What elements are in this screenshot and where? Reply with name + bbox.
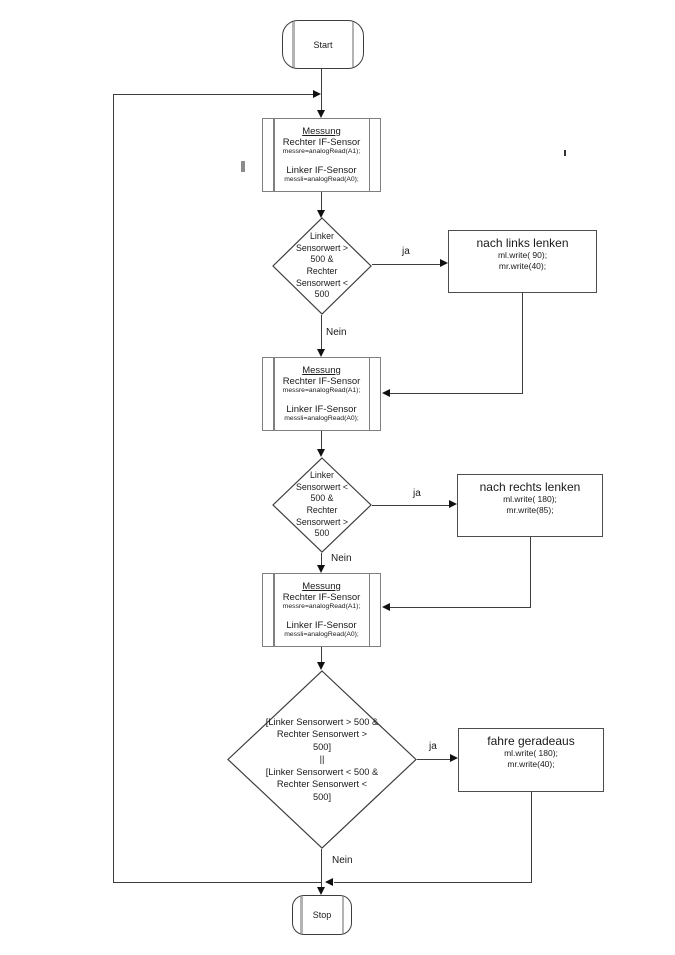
- sensor-left-code: messli=analogRead(A0);: [284, 631, 359, 639]
- nein-label-1: Nein: [326, 327, 347, 338]
- connector-actionright-return: [390, 607, 530, 609]
- connector-actionleft-return: [390, 393, 522, 395]
- arrowhead-down-icon: [317, 110, 325, 118]
- connector-ja-2: [372, 505, 450, 507]
- arrowhead-left-icon: [382, 389, 390, 397]
- ja-label-1: ja: [402, 246, 410, 257]
- nein-label-3: Nein: [332, 855, 353, 866]
- start-label: Start: [313, 39, 333, 50]
- connector-loop-top: [113, 94, 314, 96]
- sensor-left-label: Linker IF-Sensor: [286, 165, 357, 177]
- messung-title: Messung: [302, 364, 341, 376]
- action-right-code-2: mr.write(85);: [506, 505, 554, 516]
- connector-loop-bottom: [113, 882, 322, 884]
- connector-actionstraight-return: [334, 882, 531, 884]
- connector-actionstraight-return: [531, 792, 533, 883]
- terminator-bar: [341, 896, 344, 934]
- connector-actionright-return: [530, 537, 532, 608]
- action-left-code-1: ml.write( 90);: [497, 250, 548, 260]
- action-box-left: nach links lenken ml.write( 90); mr.writ…: [448, 230, 597, 293]
- decision-diamond-2: Linker Sensorwert < 500 & Rechter Sensor…: [272, 457, 372, 553]
- action-straight-code-1: ml.write( 180);: [504, 748, 558, 758]
- stray-mark: [241, 161, 245, 172]
- connector-nein-3: [321, 849, 323, 887]
- decision-2-text: Linker Sensorwert < 500 & Rechter Sensor…: [295, 470, 349, 539]
- start-node: Start: [282, 20, 364, 69]
- stop-node: Stop: [292, 895, 352, 935]
- terminator-bar: [292, 21, 295, 68]
- arrowhead-down-icon: [317, 349, 325, 357]
- stray-mark: [564, 150, 566, 156]
- sensor-right-label: Rechter IF-Sensor: [282, 136, 361, 148]
- messung-box-2: Messung Rechter IF-Sensor messre=analogR…: [262, 357, 381, 431]
- sensor-right-code: messre=analogRead(A1);: [282, 387, 361, 395]
- action-box-straight: fahre geradeaus ml.write( 180); mr.write…: [458, 728, 604, 792]
- decision-diamond-3: [Linker Sensorwert > 500 & Rechter Senso…: [227, 670, 417, 849]
- action-left-title: nach links lenken: [476, 236, 569, 250]
- arrowhead-right-icon: [440, 259, 448, 267]
- decision-3-text: [Linker Sensorwert > 500 & Rechter Senso…: [265, 716, 379, 802]
- sensor-left-label: Linker IF-Sensor: [286, 620, 357, 632]
- messung-box-1: Messung Rechter IF-Sensor messre=analogR…: [262, 118, 381, 192]
- side-bar: [368, 119, 370, 191]
- arrowhead-right-icon: [450, 754, 458, 762]
- side-bar: [273, 574, 275, 646]
- connector: [321, 192, 323, 212]
- connector-nein-1: [321, 315, 323, 350]
- terminator-bar: [351, 21, 354, 68]
- action-box-right: nach rechts lenken ml.write( 180); mr.wr…: [457, 474, 603, 537]
- sensor-left-code: messli=analogRead(A0);: [284, 415, 359, 423]
- side-bar: [368, 574, 370, 646]
- arrowhead-down-icon: [317, 210, 325, 218]
- sensor-right-label: Rechter IF-Sensor: [282, 591, 361, 603]
- connector-start-down: [321, 67, 323, 112]
- action-straight-title: fahre geradeaus: [487, 734, 575, 748]
- connector-loop-left: [113, 94, 115, 882]
- messung-title: Messung: [302, 125, 341, 137]
- arrowhead-down-icon: [317, 887, 325, 895]
- connector-actionleft-return: [522, 293, 524, 394]
- ja-label-3: ja: [429, 741, 437, 752]
- sensor-right-code: messre=analogRead(A1);: [282, 148, 361, 156]
- action-straight-code-2: mr.write(40);: [507, 759, 555, 770]
- decision-1-text: Linker Sensorwert > 500 & Rechter Sensor…: [295, 231, 349, 300]
- connector: [321, 431, 323, 450]
- stop-label: Stop: [312, 910, 332, 920]
- side-bar: [368, 358, 370, 430]
- decision-diamond-1: Linker Sensorwert > 500 & Rechter Sensor…: [272, 217, 372, 315]
- arrowhead-right-icon: [449, 500, 457, 508]
- connector-nein-2: [321, 553, 323, 566]
- sensor-right-label: Rechter IF-Sensor: [282, 375, 361, 387]
- action-right-code-1: ml.write( 180);: [503, 494, 557, 504]
- arrowhead-right-icon: [313, 90, 321, 98]
- connector-ja-3: [417, 759, 450, 761]
- arrowhead-down-icon: [317, 449, 325, 457]
- arrowhead-left-icon: [325, 878, 333, 886]
- side-bar: [273, 119, 275, 191]
- sensor-left-label: Linker IF-Sensor: [286, 404, 357, 416]
- action-right-title: nach rechts lenken: [479, 480, 581, 494]
- sensor-left-code: messli=analogRead(A0);: [284, 176, 359, 184]
- messung-title: Messung: [302, 580, 341, 592]
- arrowhead-left-icon: [382, 603, 390, 611]
- ja-label-2: ja: [413, 488, 421, 499]
- messung-box-3: Messung Rechter IF-Sensor messre=analogR…: [262, 573, 381, 647]
- arrowhead-down-icon: [317, 565, 325, 573]
- sensor-right-code: messre=analogRead(A1);: [282, 603, 361, 611]
- connector-ja-1: [372, 264, 441, 266]
- side-bar: [273, 358, 275, 430]
- terminator-bar: [300, 896, 303, 934]
- nein-label-2: Nein: [331, 553, 352, 564]
- arrowhead-down-icon: [317, 662, 325, 670]
- connector: [321, 647, 323, 663]
- action-left-code-2: mr.write(40);: [498, 261, 547, 272]
